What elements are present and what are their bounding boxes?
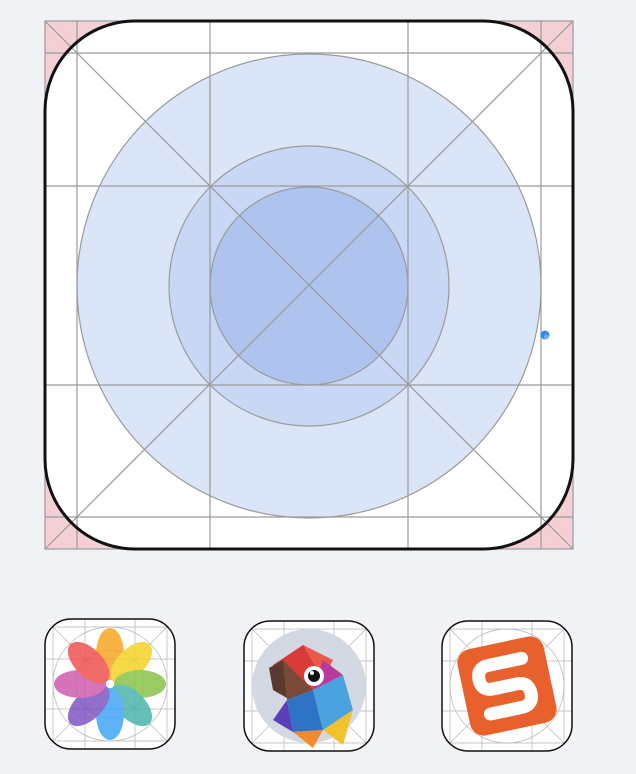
icon-outline bbox=[43, 19, 575, 551]
parrot-app-icon[interactable] bbox=[243, 620, 375, 752]
photos-icon[interactable] bbox=[44, 618, 176, 750]
inner-circle bbox=[209, 186, 409, 386]
cursor-dot bbox=[540, 330, 550, 340]
sogou-input-icon[interactable] bbox=[441, 620, 573, 752]
